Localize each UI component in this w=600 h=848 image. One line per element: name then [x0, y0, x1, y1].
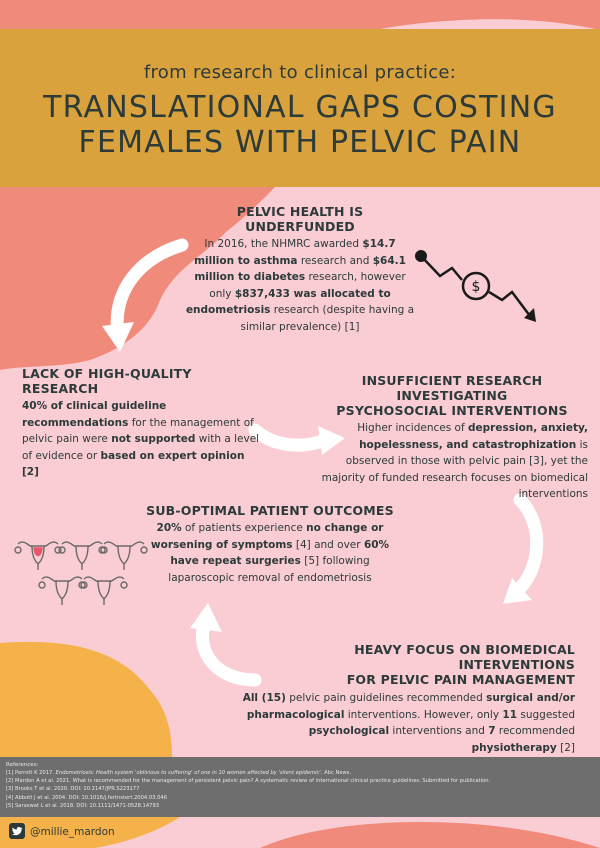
section-underfunded: PELVIC HEALTH IS UNDERFUNDED In 2016, th… [185, 204, 415, 335]
psychosocial-text: Higher incidences of depression, anxiety… [321, 422, 588, 500]
title-line-1: TRANSLATIONAL GAPS COSTING [43, 90, 557, 125]
outcomes-heading: SUB-OPTIMAL PATIENT OUTCOMES [146, 503, 394, 518]
underfunded-heading: PELVIC HEALTH IS UNDERFUNDED [236, 204, 364, 234]
section-research-quality: LACK OF HIGH-QUALITY RESEARCH 40% of cli… [22, 366, 262, 481]
reference-3: [3] Brooks T et al. 2020. DOI: 10.2147/J… [6, 786, 140, 793]
quality-heading: LACK OF HIGH-QUALITY RESEARCH [22, 366, 192, 396]
section-biomedical-focus: HEAVY FOCUS ON BIOMEDICAL INTERVENTIONS … [240, 642, 575, 756]
reference-2: [2] Mardon A et al. 2021. What is recomm… [6, 778, 491, 785]
reference-1: [1] Perrott K 2017. Endometriosis: Healt… [6, 770, 352, 776]
biomedical-heading: HEAVY FOCUS ON BIOMEDICAL INTERVENTIONS … [346, 642, 575, 687]
page-title: TRANSLATIONAL GAPS COSTING FEMALES WITH … [0, 90, 600, 160]
header-band [0, 29, 600, 187]
reference-4: [4] Abbott J et al. 2004. DOI: 10.1016/j… [6, 794, 168, 801]
page-subtitle: from research to clinical practice: [143, 62, 457, 83]
outcomes-text: 20% of patients experience no change or … [150, 522, 390, 584]
biomedical-text: All (15) pelvic pain guidelines recommen… [242, 692, 575, 754]
psychosocial-heading: INSUFFICIENT RESEARCH INVESTIGATING PSYC… [336, 373, 568, 418]
references-panel: References: [1] Perrott K 2017. Endometr… [0, 757, 600, 817]
underfunded-text: In 2016, the NHMRC awarded $14.7 million… [185, 238, 415, 333]
quality-text: 40% of clinical guideline recommendation… [22, 400, 260, 478]
title-line-2: FEMALES WITH PELVIC PAIN [78, 125, 522, 160]
section-psychosocial: INSUFFICIENT RESEARCH INVESTIGATING PSYC… [316, 373, 588, 503]
section-patient-outcomes: SUB-OPTIMAL PATIENT OUTCOMES 20% of pati… [145, 503, 395, 586]
twitter-handle[interactable]: @millie_mardon [30, 826, 115, 838]
references-title: References: [6, 762, 39, 768]
twitter-icon [9, 823, 25, 839]
reference-5: [5] Saraswat L et al. 2018. DOI: 10.1111… [6, 802, 160, 809]
